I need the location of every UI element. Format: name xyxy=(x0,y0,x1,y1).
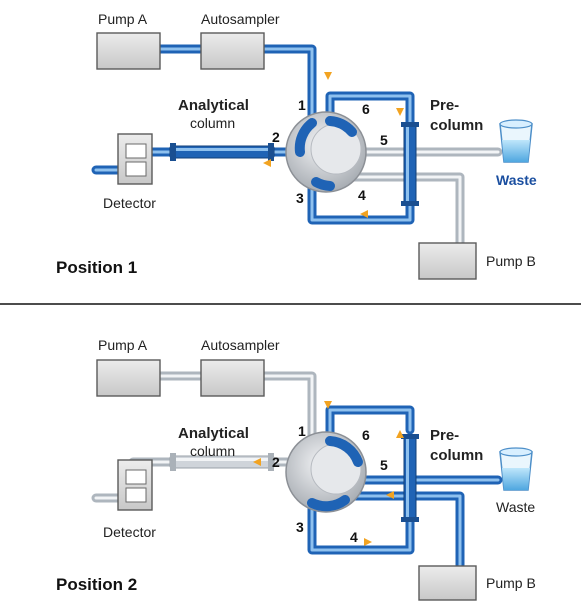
flow-arrow xyxy=(364,538,372,546)
analytical-column xyxy=(169,143,275,161)
flow-arrow xyxy=(324,72,332,80)
analytical-label-line1: Analytical xyxy=(178,97,249,114)
tube-pumpb-to-p4 xyxy=(340,491,465,570)
port-6-label: 6 xyxy=(362,101,370,117)
flow-arrows xyxy=(253,401,404,546)
pump-b-box xyxy=(418,565,477,601)
port-4-label: 4 xyxy=(350,529,358,545)
waste-label: Waste xyxy=(496,499,535,515)
flow-arrow xyxy=(253,458,261,466)
port-5-label: 5 xyxy=(380,457,388,473)
precolumn-label-line2: column xyxy=(430,117,483,134)
waste-beaker xyxy=(499,119,533,163)
detector-label: Detector xyxy=(103,195,156,211)
tube-p6-loop xyxy=(325,405,415,443)
pre-column xyxy=(401,122,419,206)
pump-b-label: Pump B xyxy=(486,253,536,269)
detector-block xyxy=(117,133,153,185)
flow-arrow xyxy=(386,491,394,499)
position-1-title: Position 1 xyxy=(56,258,137,277)
port-2-label: 2 xyxy=(272,454,280,470)
flow-arrow xyxy=(263,159,271,167)
autosampler-box xyxy=(200,359,265,397)
waste-label: Waste xyxy=(496,172,537,188)
position-2-title: Position 2 xyxy=(56,575,137,594)
port-2-label: 2 xyxy=(272,129,280,145)
rotor-channel-5-6 xyxy=(325,436,363,467)
flow-arrow xyxy=(396,108,404,116)
inactive-tubing xyxy=(340,147,503,257)
precolumn-label-line1: Pre- xyxy=(430,97,459,114)
detector-label: Detector xyxy=(103,524,156,540)
analytical-label-line2: column xyxy=(190,115,235,131)
analytical-label-line2: column xyxy=(190,443,235,459)
flow-arrow xyxy=(396,430,404,438)
position-2-panel: Pump A Autosampler Analytical column Det… xyxy=(56,337,536,601)
autosampler-label: Autosampler xyxy=(201,11,280,27)
flow-arrow xyxy=(324,401,332,409)
active-tubing xyxy=(307,405,503,570)
autosampler-label: Autosampler xyxy=(201,337,280,353)
waste-beaker xyxy=(499,447,533,491)
rotor-channel-3-4 xyxy=(307,495,350,512)
switching-valve xyxy=(285,111,367,193)
position-1-panel: Pump A Autosampler Analytical column Det… xyxy=(56,11,537,280)
port-3-label: 3 xyxy=(296,190,304,206)
pump-a-label: Pump A xyxy=(98,11,148,27)
pump-b-box xyxy=(418,242,477,280)
rotor-channel-6 xyxy=(325,116,357,137)
port-1-label: 1 xyxy=(298,97,306,113)
pump-a-label: Pump A xyxy=(98,337,148,353)
analytical-label-line1: Analytical xyxy=(178,425,249,442)
precolumn-label-line1: Pre- xyxy=(430,427,459,444)
port-3-label: 3 xyxy=(296,519,304,535)
rotor-channel-1-2 xyxy=(294,118,317,157)
switching-valve xyxy=(285,431,367,513)
flow-arrows xyxy=(263,72,404,218)
port-4-label: 4 xyxy=(358,187,366,203)
autosampler-box xyxy=(200,32,265,70)
pre-column xyxy=(401,434,419,522)
precolumn-label-line2: column xyxy=(430,447,483,464)
port-6-label: 6 xyxy=(362,427,370,443)
analytical-column xyxy=(169,453,275,471)
rotor-channel-3-6 xyxy=(311,177,335,191)
pump-a-box xyxy=(96,359,161,397)
detector-block xyxy=(117,459,153,511)
port-1-label: 1 xyxy=(298,423,306,439)
pump-b-label: Pump B xyxy=(486,575,536,591)
port-5-label: 5 xyxy=(380,132,388,148)
flow-arrow xyxy=(360,210,368,218)
pump-a-box xyxy=(96,32,161,70)
